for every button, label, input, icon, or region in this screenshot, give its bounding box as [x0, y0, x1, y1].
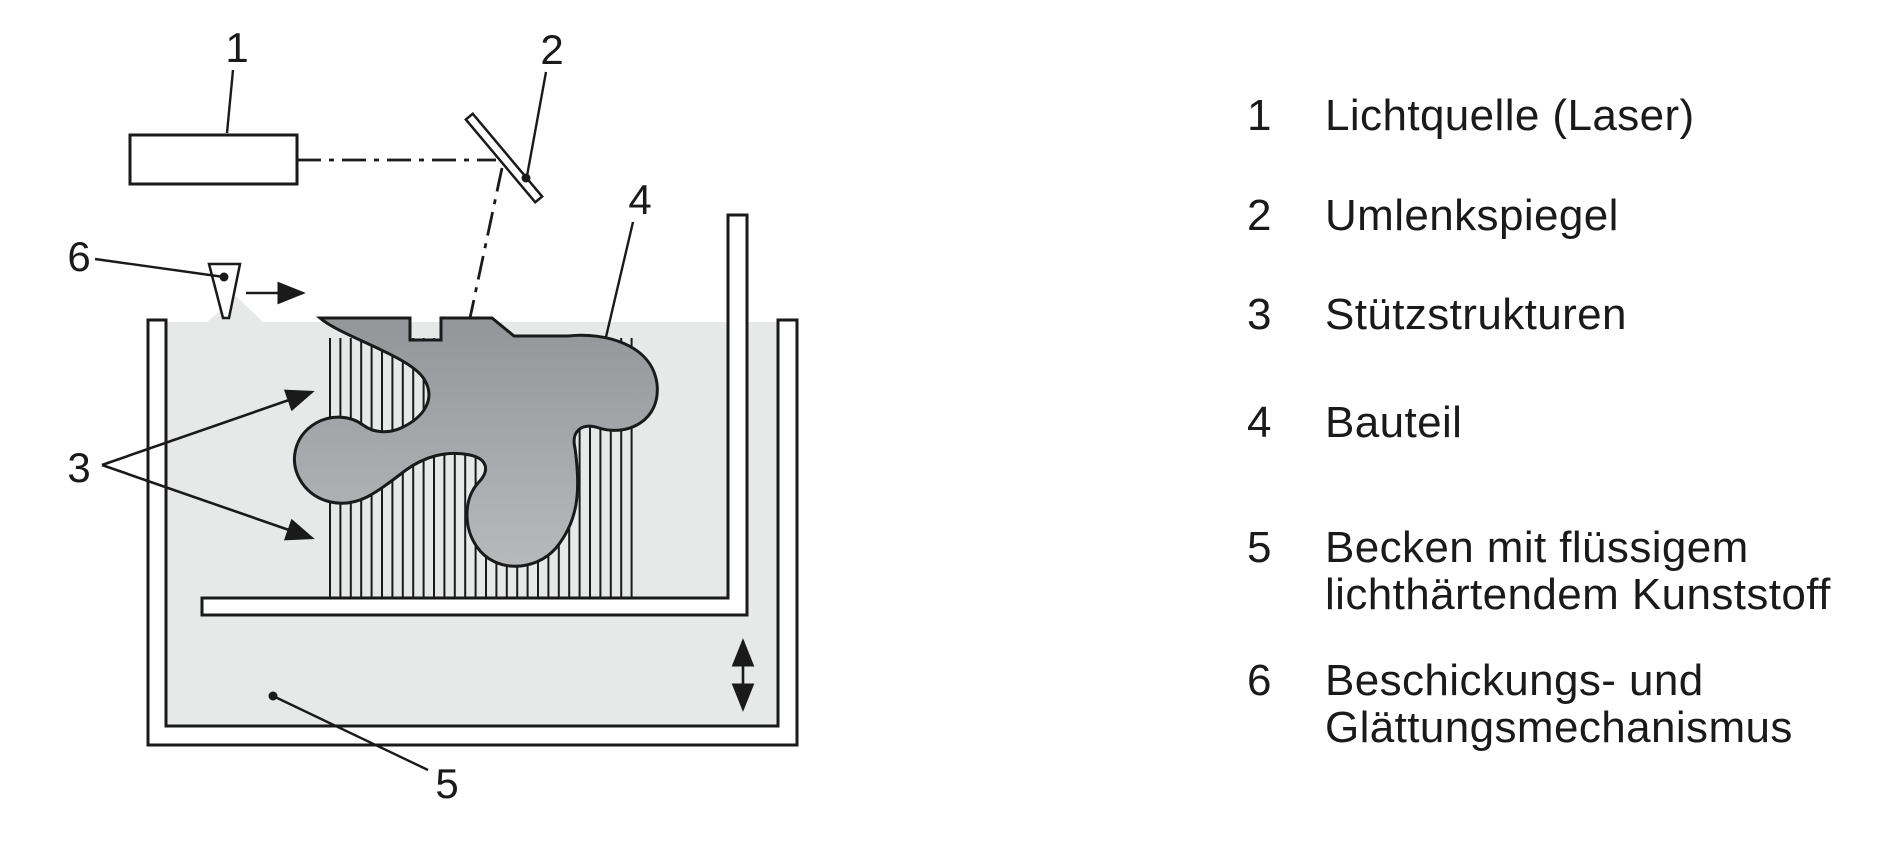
callout-4: 4	[628, 176, 651, 223]
legend-item-number: 6	[1247, 656, 1272, 705]
laser-beam-reflected	[468, 167, 504, 319]
legend-item-number: 1	[1247, 91, 1272, 140]
legend-item-label: Bauteil	[1325, 399, 1462, 446]
callout-6-leader	[94, 257, 225, 279]
callout-2: 2	[540, 26, 563, 73]
schematic-drawing: 1 2 3 4 5 6	[67, 24, 799, 807]
legend-item-label-line: Becken mit flüssigem	[1325, 523, 1749, 572]
legend-item-4: 4 Bauteil	[1247, 399, 1462, 446]
resin-wave-bump	[206, 296, 264, 323]
callout-6-dot	[219, 272, 229, 282]
recoater-funnel	[207, 262, 242, 320]
legend-item-2: 2 Umlenkspiegel	[1247, 192, 1619, 239]
legend-item-label: Lichtquelle (Laser)	[1325, 92, 1695, 139]
callout-4-leader	[604, 221, 635, 338]
legend-item-number: 3	[1247, 290, 1272, 339]
legend-item-label-line: Umlenkspiegel	[1325, 191, 1619, 240]
legend-item-number: 2	[1247, 191, 1272, 240]
legend-item-label-line: Beschickungs- und	[1325, 656, 1704, 705]
legend-item-number: 4	[1247, 398, 1272, 447]
legend-item-label: Umlenkspiegel	[1325, 192, 1619, 239]
legend-item-label-line: Bauteil	[1325, 398, 1463, 447]
legend-item-label-line: lichthärtendem Kunststoff	[1325, 570, 1831, 619]
part-bauteil	[293, 316, 659, 568]
legend-item-label-line: Stützstrukturen	[1325, 290, 1627, 339]
callout-2-dot	[521, 173, 531, 183]
callout-1: 1	[225, 24, 248, 71]
legend-item-label-line: Lichtquelle (Laser)	[1325, 91, 1695, 140]
legend-item-number: 5	[1247, 523, 1272, 572]
callout-5-leader	[272, 694, 429, 772]
callout-3-arrow-lower	[101, 463, 315, 541]
build-platform-elevator	[200, 213, 749, 617]
vat-walls	[146, 318, 799, 747]
callout-3: 3	[67, 444, 90, 491]
callout-5-dot	[268, 691, 278, 701]
callout-1-leader	[225, 69, 235, 134]
callout-2-leader	[525, 71, 548, 177]
legend-item-label: Stützstrukturen	[1325, 291, 1627, 338]
legend-item-1: 1 Lichtquelle (Laser)	[1247, 92, 1695, 139]
legend-item-label-line: Glättungsmechanismus	[1325, 703, 1793, 752]
laser-source-box	[128, 133, 299, 186]
legend-item-3: 3 Stützstrukturen	[1247, 291, 1627, 338]
callout-5: 5	[435, 760, 458, 807]
callout-3-arrow-upper	[101, 389, 315, 467]
callout-6: 6	[67, 233, 90, 280]
